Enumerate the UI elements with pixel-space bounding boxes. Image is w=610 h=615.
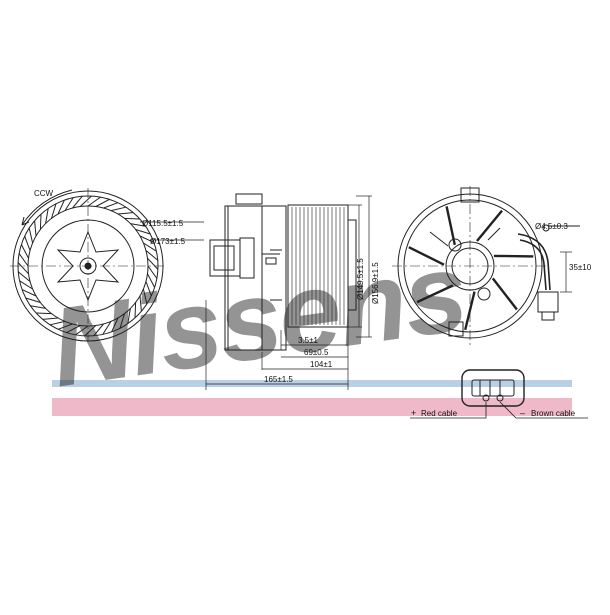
fan-blade	[51, 203, 57, 219]
brown-cable-label: Brown cable	[531, 409, 576, 418]
dim-35: 35±10	[569, 263, 592, 272]
motor-side-view	[209, 193, 357, 351]
fan-blades	[17, 195, 159, 337]
motor-rear-view	[392, 186, 580, 346]
fan-blade	[93, 323, 104, 337]
dimension-lines	[140, 195, 372, 390]
rear-spoke	[464, 291, 476, 331]
dim-165: 165±1.5	[264, 375, 293, 384]
dim-outer-small: Ø115.5±1.5	[142, 219, 184, 228]
fan-blade	[139, 235, 155, 243]
fan-blade	[30, 305, 46, 309]
rear-spoke	[491, 277, 518, 311]
connector-detail	[410, 369, 588, 419]
rear-spokes	[408, 206, 534, 331]
fan-blade	[119, 313, 125, 329]
fan-blade	[18, 253, 29, 267]
rear-spoke	[408, 246, 445, 266]
fan-blade	[34, 220, 37, 237]
fan-blade	[130, 223, 146, 227]
red-cable-label: Red cable	[421, 409, 458, 418]
blue-band	[52, 380, 572, 387]
fan-blade	[57, 199, 65, 215]
fan-blade	[79, 195, 92, 207]
fan-blade	[24, 235, 31, 251]
fan-front-view	[10, 188, 166, 344]
fan-blade	[117, 212, 134, 215]
fan-blade	[143, 242, 157, 252]
fan-blade	[134, 302, 137, 318]
rear-spoke	[445, 206, 456, 246]
rotation-label: CCW	[34, 189, 54, 198]
fan-blade	[102, 321, 112, 335]
fan-blade	[147, 257, 159, 270]
dim-104: 104±1	[310, 360, 333, 369]
fan-blade	[95, 198, 110, 207]
fan-blade	[20, 244, 29, 259]
fan-blade	[87, 196, 101, 207]
fan-blade	[42, 317, 59, 320]
fan-blade	[49, 320, 66, 326]
fan-blade	[17, 271, 31, 282]
fan-blade	[75, 325, 89, 336]
fan-blade	[57, 323, 73, 330]
fan-blade	[66, 325, 81, 334]
rear-spoke	[476, 209, 503, 242]
fan-blade	[17, 262, 29, 275]
dim-3-5: 3.5±1	[298, 336, 319, 345]
rear-spoke	[416, 284, 454, 304]
fan-blade	[39, 214, 42, 230]
motor-fins	[291, 207, 345, 325]
fan-blade	[84, 325, 97, 337]
fan-blade	[111, 317, 119, 333]
dim-69: 69±0.5	[304, 348, 329, 357]
fan-blade	[36, 312, 52, 315]
fan-blade	[110, 206, 127, 212]
pink-band	[52, 398, 572, 416]
fan-blade	[28, 227, 34, 244]
fan-blade	[139, 295, 142, 312]
dim-outer-large: Ø173±1.5	[150, 237, 186, 246]
fan-blade	[147, 273, 156, 288]
fan-blade	[145, 281, 152, 297]
fan-blade	[19, 280, 33, 290]
fan-blade	[45, 208, 49, 224]
fan-blade	[147, 265, 158, 279]
plus-sign: +	[411, 408, 416, 418]
fan-blade	[25, 297, 41, 303]
dim-pin: Ø4.5±0.3	[535, 222, 568, 231]
fan-blade	[127, 308, 131, 324]
fan-blade	[72, 195, 83, 209]
dim-body-2: Ø156.9±1.5	[371, 262, 380, 304]
fan-blade	[124, 217, 140, 220]
fan-blade	[142, 288, 148, 305]
fan-blade	[135, 229, 151, 235]
fan-blade	[103, 202, 119, 209]
dim-body-1: Ø149.5±1.5	[356, 258, 365, 300]
rear-spoke	[493, 254, 534, 258]
fan-blade	[21, 289, 37, 297]
minus-sign: –	[520, 408, 525, 418]
fan-blade	[64, 197, 74, 211]
fan-blade	[145, 250, 159, 261]
